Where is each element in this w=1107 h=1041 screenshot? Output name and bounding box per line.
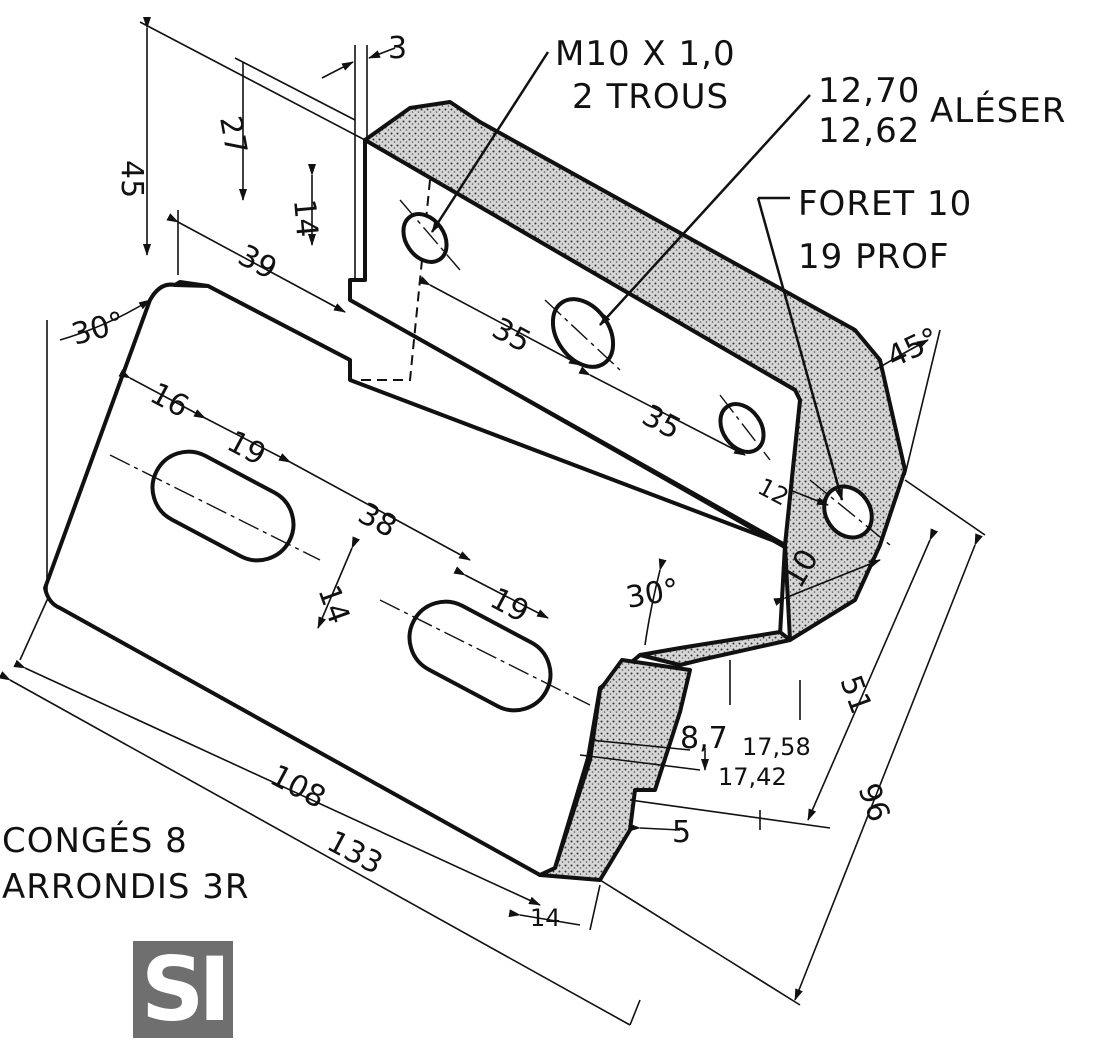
dim-17-58: 17,58 <box>742 733 811 761</box>
fillets-note-line1: CONGÉS 8 <box>2 820 188 861</box>
dim-5: 5 <box>672 815 691 850</box>
dim-27: 27 <box>212 113 253 157</box>
dim-45: 45 <box>114 160 149 198</box>
front-step-face <box>538 658 692 882</box>
drill-note-line1: FORET 10 <box>798 184 972 224</box>
notes-text: M10 X 1,0 2 TROUS 12,70 12,62 ALÉSER FOR… <box>2 34 1066 907</box>
tap-note-line1: M10 X 1,0 <box>555 34 736 74</box>
dim-14-bottom: 14 <box>530 904 561 932</box>
ream-label: ALÉSER <box>930 90 1066 131</box>
dim-133: 133 <box>321 824 388 882</box>
dim-8-7: 8,7 <box>680 721 728 756</box>
fillets-note-line2: ARRONDIS 3R <box>2 867 250 907</box>
dim-108: 108 <box>264 758 331 816</box>
dimension-lines <box>0 17 986 1026</box>
dim-30-left: 30° <box>68 305 128 353</box>
dim-39: 39 <box>232 238 282 287</box>
tap-note-line2: 2 TROUS <box>572 77 729 117</box>
dim-14-top: 14 <box>286 198 324 239</box>
dim-51: 51 <box>832 671 878 719</box>
drill-note-line2: 19 PROF <box>798 237 950 277</box>
ream-lower: 12,62 <box>818 111 920 151</box>
chamfer-strip <box>638 630 792 667</box>
dim-96: 96 <box>850 779 896 827</box>
si-logo-text: SI <box>140 938 231 1041</box>
dim-17-42: 17,42 <box>718 763 787 791</box>
dim-45-deg: 45° <box>882 321 945 375</box>
dim-3: 3 <box>388 31 407 66</box>
ream-upper: 12,70 <box>818 71 920 111</box>
si-logo <box>133 941 233 1038</box>
